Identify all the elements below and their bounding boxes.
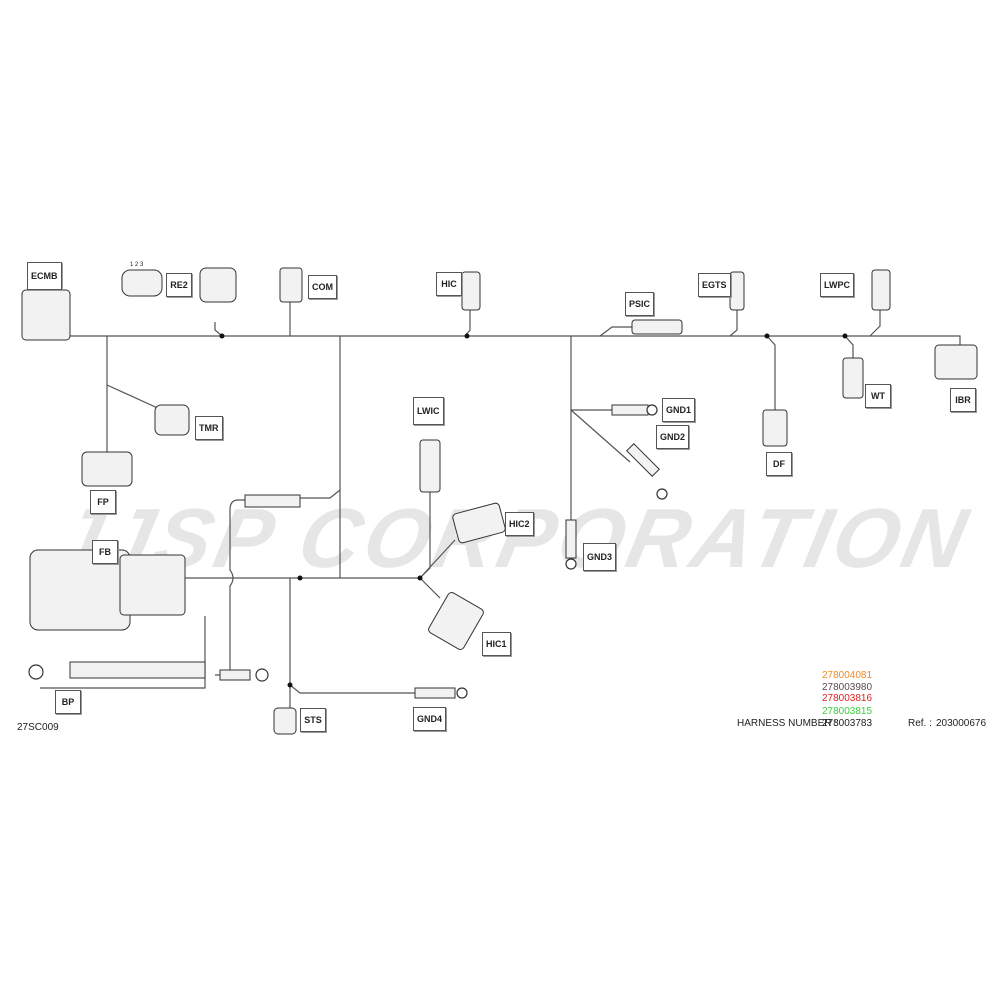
com-connector <box>279 267 303 303</box>
drawing-code: 27SC009 <box>17 722 59 733</box>
splice-dot <box>464 333 470 339</box>
branch-egts <box>729 310 738 337</box>
branch-hic2 <box>419 539 456 579</box>
gnd1-ring-terminal <box>646 404 658 416</box>
fp-connector <box>81 451 133 487</box>
ref-label: Ref. : <box>908 718 932 729</box>
branch-lwic <box>419 492 431 579</box>
re2-pin-numbers: 1 2 3 <box>130 262 144 268</box>
branch-psic <box>599 326 632 337</box>
branch-gnd2 <box>570 409 631 463</box>
label-wt: WT <box>865 384 891 408</box>
resistor-branch <box>215 489 341 676</box>
wt-connector <box>842 357 864 399</box>
bp-terminal-sleeve <box>219 669 251 681</box>
splice-dot <box>287 682 293 688</box>
bp-cable-sleeve <box>69 661 206 679</box>
label-tmr: TMR <box>195 416 223 440</box>
gnd3-ring-terminal <box>565 558 577 570</box>
hic-connector <box>461 271 481 311</box>
df-connector <box>762 409 788 447</box>
label-lwpc: LWPC <box>820 273 854 297</box>
gnd2-sleeve <box>626 443 660 477</box>
part-number: 278003815 <box>822 706 873 717</box>
main-trunk <box>70 335 961 352</box>
gnd2-ring-terminal <box>656 488 668 500</box>
label-hic: HIC <box>436 272 462 296</box>
label-re2: RE2 <box>166 273 192 297</box>
branch-wt <box>844 335 854 358</box>
hic1-connector <box>428 592 484 650</box>
label-fp: FP <box>90 490 116 514</box>
branch-hic <box>464 310 471 337</box>
gnd4-ring-terminal <box>456 687 468 699</box>
gnd1-sleeve <box>611 404 649 416</box>
ibr-connector <box>934 344 978 380</box>
ecmb-connector <box>21 289 71 341</box>
ref-number: 203000676 <box>936 718 987 729</box>
branch-gnd4 <box>289 684 415 694</box>
resistor-sleeve <box>244 494 301 508</box>
label-lwic: LWIC <box>413 397 444 425</box>
label-hic1: HIC1 <box>482 632 511 656</box>
fb-block <box>119 554 186 616</box>
branch-hic1 <box>419 577 441 599</box>
gnd3-sleeve <box>565 519 577 559</box>
branch-re2 <box>214 322 223 337</box>
label-sts: STS <box>300 708 326 732</box>
label-hic2: HIC2 <box>505 512 534 536</box>
label-psic: PSIC <box>625 292 655 316</box>
label-bp: BP <box>55 690 81 714</box>
label-egts: EGTS <box>698 273 731 297</box>
label-com: COM <box>308 275 337 299</box>
re2-connector-a <box>121 269 163 297</box>
tmr-connector <box>154 404 190 436</box>
label-gnd4: GND4 <box>413 707 447 731</box>
bp-cable <box>40 616 206 689</box>
part-number: 278003980 <box>822 682 873 693</box>
label-gnd2: GND2 <box>656 425 690 449</box>
part-number: 278004081 <box>822 670 873 681</box>
label-gnd3: GND3 <box>583 543 617 571</box>
splice-dot <box>764 333 770 339</box>
lwic-connector <box>419 439 441 493</box>
harness-number-label: HARNESS NUMBER : <box>737 718 838 729</box>
branch-tmr <box>106 384 163 411</box>
gnd4-sleeve <box>414 687 456 699</box>
label-fb: FB <box>92 540 118 564</box>
hic2-connector <box>452 502 506 544</box>
branch-lwpc <box>869 310 881 337</box>
splice-dot <box>842 333 848 339</box>
branch-df <box>766 335 776 410</box>
egts-connector <box>729 271 745 311</box>
splice-dot <box>417 575 423 581</box>
part-number: 278003816 <box>822 693 873 704</box>
label-df: DF <box>766 452 792 476</box>
splice-dot <box>297 575 303 581</box>
splice-dot <box>219 333 225 339</box>
harness-number: 278003783 <box>822 718 873 729</box>
label-ecmb: ECMB <box>27 262 62 290</box>
re2-connector-b <box>199 267 237 303</box>
bp-ring-terminal-2 <box>255 668 269 682</box>
bp-ring-terminal <box>28 664 44 680</box>
label-ibr: IBR <box>950 388 976 412</box>
sts-connector <box>273 707 297 735</box>
label-gnd1: GND1 <box>662 398 696 422</box>
psic-connector <box>631 319 683 335</box>
lwpc-connector <box>871 269 891 311</box>
